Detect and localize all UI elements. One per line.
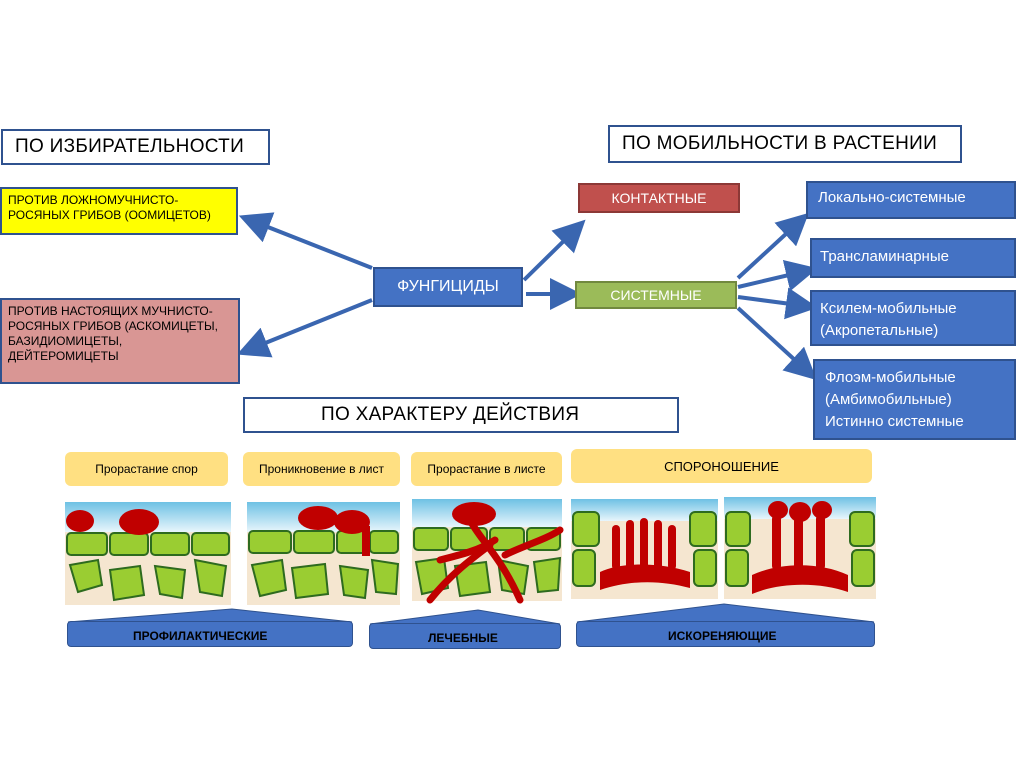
band-preventive (67, 621, 353, 647)
panel-growth-in-leaf (412, 499, 564, 604)
fungicides-node: ФУНГИЦИДЫ (373, 267, 523, 307)
panel-spore-germination (65, 502, 231, 605)
heading-action: ПО ХАРАКТЕРУ ДЕЙСТВИЯ (243, 397, 679, 433)
oomycetes-box: ПРОТИВ ЛОЖНОМУЧНИСТО-РОСЯНЫХ ГРИБОВ (ООМ… (0, 187, 238, 235)
phloem-line-3: Истинно системные (825, 413, 964, 430)
xylem-line-2: (Акропетальные) (820, 322, 939, 339)
stage-tab-penetration: Проникновение в лист (243, 452, 400, 486)
stage-tab-growth: Прорастание в листе (411, 452, 562, 486)
arrow-to-translaminar (737, 260, 818, 292)
xylem-mobile-box: Ксилем-мобильные (Акропетальные) (810, 290, 1016, 346)
arrow-to-contact (522, 219, 586, 282)
stage-tab-germination: Прорастание спор (65, 452, 228, 486)
arrow-to-phloem (736, 306, 817, 381)
systemic-box: СИСТЕМНЫЕ (575, 281, 737, 309)
band-eradicant (576, 621, 875, 647)
translaminar-box: Трансламинарные (810, 238, 1016, 278)
panel-penetration (247, 502, 400, 605)
xylem-line-1: Ксилем-мобильные (820, 300, 957, 317)
arrow-to-xylem (737, 287, 818, 320)
stage-tab-sporulation: СПОРОНОШЕНИЕ (571, 449, 872, 483)
phloem-mobile-box: Флоэм-мобильные (Амбимобильные) Истинно … (813, 359, 1016, 440)
heading-selectivity: ПО ИЗБИРАТЕЛЬНОСТИ (1, 129, 270, 165)
panel-sporulation-a (571, 499, 718, 599)
true-mildew-box: ПРОТИВ НАСТОЯЩИХ МУЧНИСТО-РОСЯНЫХ ГРИБОВ… (0, 298, 240, 384)
heading-mobility: ПО МОБИЛЬНОСТИ В РАСТЕНИИ (608, 125, 962, 163)
phloem-line-2: (Амбимобильные) (825, 391, 952, 408)
arrow-to-local (736, 212, 809, 280)
eradicant-label: ИСКОРЕНЯЮЩИЕ (668, 629, 777, 643)
local-systemic-box: Локально-системные (806, 181, 1016, 219)
panel-sporulation-b (724, 497, 876, 599)
band-curative (369, 623, 561, 649)
phloem-line-1: Флоэм-мобильные (825, 369, 956, 386)
arrow-to-oomycetes (238, 212, 373, 270)
arrow-to-true-mildew (236, 298, 373, 358)
curative-label: ЛЕЧЕБНЫЕ (428, 631, 498, 645)
preventive-label: ПРОФИЛАКТИЧЕСКИЕ (133, 629, 268, 643)
contact-box: КОНТАКТНЫЕ (578, 183, 740, 213)
